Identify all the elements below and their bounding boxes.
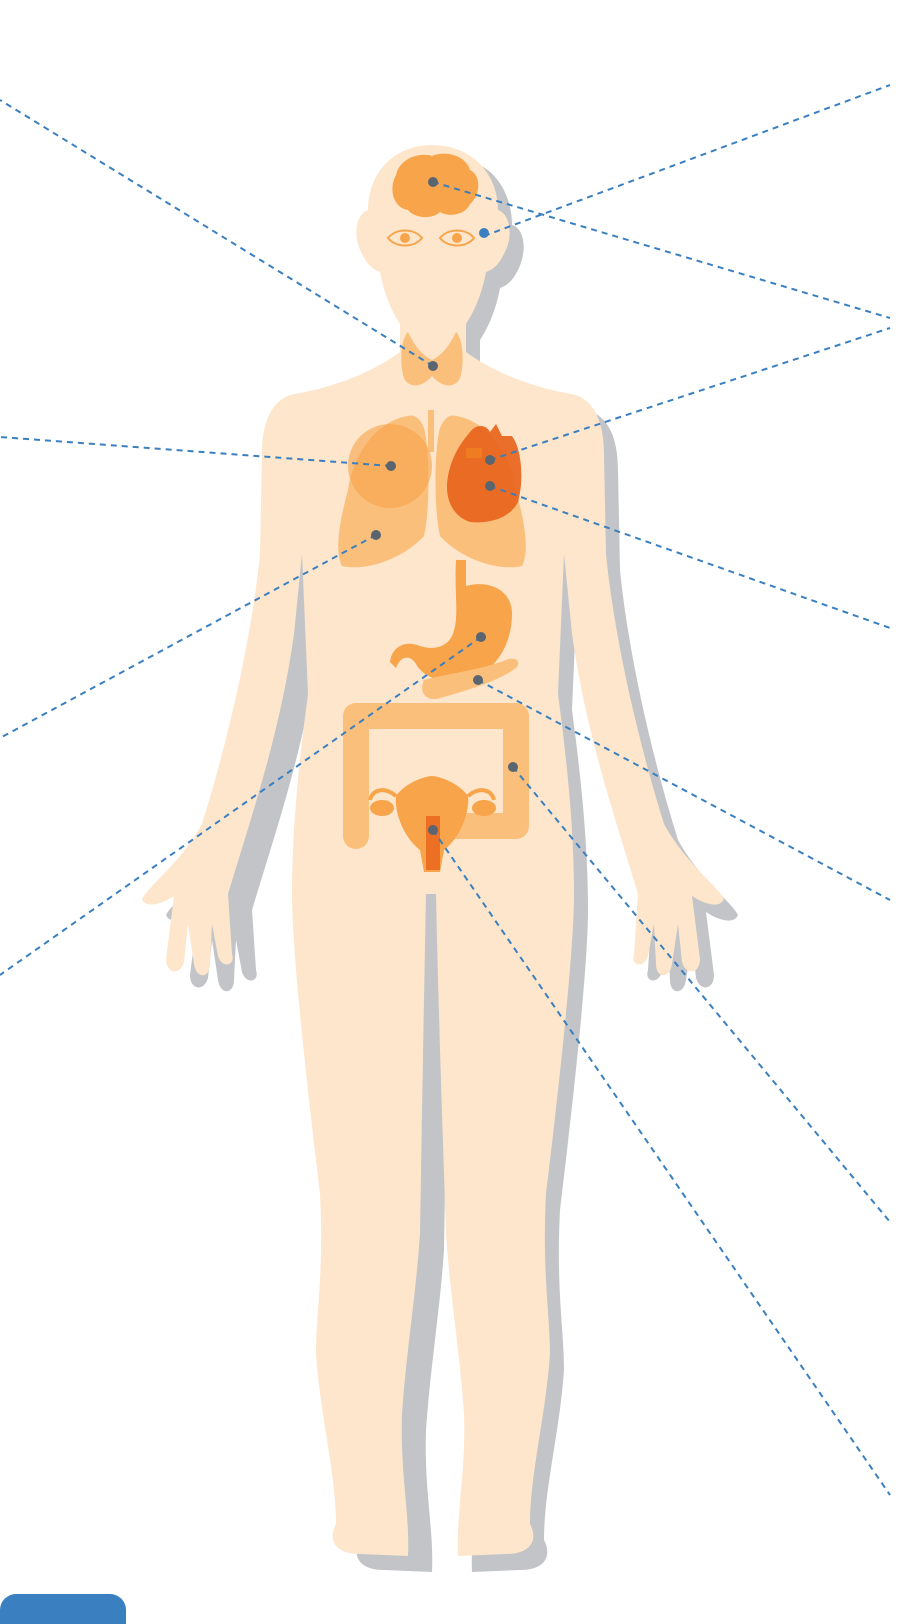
marker-right-lung — [386, 461, 396, 471]
marker-heart-lower — [485, 481, 495, 491]
marker-brain — [428, 177, 438, 187]
leader-eye — [484, 85, 890, 236]
marker-colon — [508, 762, 518, 772]
marker-eye — [479, 228, 489, 238]
right-eye — [440, 231, 474, 246]
marker-stomach — [476, 632, 486, 642]
marker-pancreas — [473, 675, 483, 685]
marker-left-lung — [371, 530, 381, 540]
marker-heart-upper — [485, 455, 495, 465]
marker-thyroid — [428, 361, 438, 371]
marker-uterus — [428, 825, 438, 835]
left-eye — [388, 231, 422, 246]
corner-tab-button[interactable] — [0, 1594, 126, 1624]
